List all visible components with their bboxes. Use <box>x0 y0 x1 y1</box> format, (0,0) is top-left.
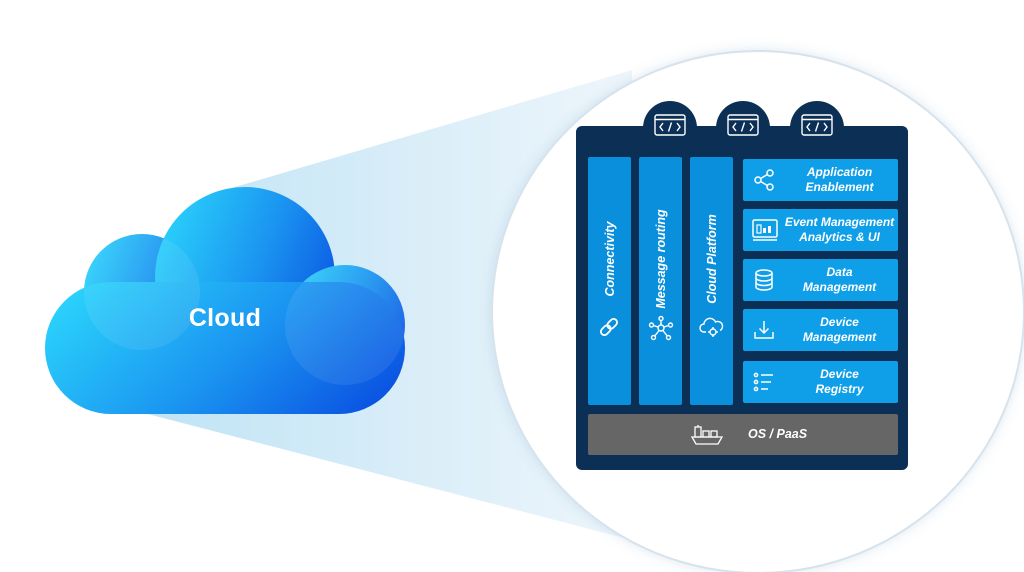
ship-icon <box>690 425 724 445</box>
module-device-registry: Device Registry <box>743 361 898 403</box>
module-subtitle: Analytics & UI <box>799 230 880 244</box>
cloud-shape <box>45 187 405 414</box>
share-icon <box>754 169 774 191</box>
pillar-cloud-platform: Cloud Platform <box>690 157 733 405</box>
network-node-icon <box>648 315 674 341</box>
api-tab <box>643 101 697 141</box>
code-window-icon <box>727 114 759 136</box>
module-title: Device <box>820 367 859 381</box>
cloud-gear-icon <box>699 317 724 337</box>
dashboard-icon <box>752 219 778 241</box>
cloud-label: Cloud <box>188 304 262 332</box>
list-icon <box>753 372 773 392</box>
module-title: Event Management <box>784 215 895 229</box>
os-paas-layer: OS / PaaS <box>588 414 898 455</box>
code-window-icon <box>801 114 833 136</box>
pillar-label: Cloud Platform <box>704 214 719 304</box>
module-subtitle: Registry <box>815 382 864 396</box>
module-device-management: Device Management <box>743 309 898 351</box>
pillar-label: Message routing <box>653 209 668 309</box>
os-paas-label: OS / PaaS <box>748 427 808 441</box>
module-data-management: Data Management <box>743 259 898 301</box>
pillar-message-routing: Message routing <box>639 157 682 405</box>
module-subtitle: Management <box>802 330 877 344</box>
module-application-enablement: Application Enablement <box>743 159 898 201</box>
link-icon <box>600 318 618 336</box>
download-icon <box>754 321 774 339</box>
module-title: Device <box>820 315 859 329</box>
module-title: Application <box>806 165 873 179</box>
api-tab <box>790 101 844 141</box>
code-window-icon <box>654 114 686 136</box>
module-event-management: Event Management Analytics & UI <box>743 209 898 251</box>
pillar-connectivity: Connectivity <box>588 157 631 405</box>
module-title: Data <box>826 265 853 279</box>
module-subtitle: Enablement <box>805 180 874 194</box>
api-tab <box>716 101 770 141</box>
module-subtitle: Management <box>802 280 877 294</box>
pillar-label: Connectivity <box>602 221 617 297</box>
database-icon <box>755 269 773 291</box>
